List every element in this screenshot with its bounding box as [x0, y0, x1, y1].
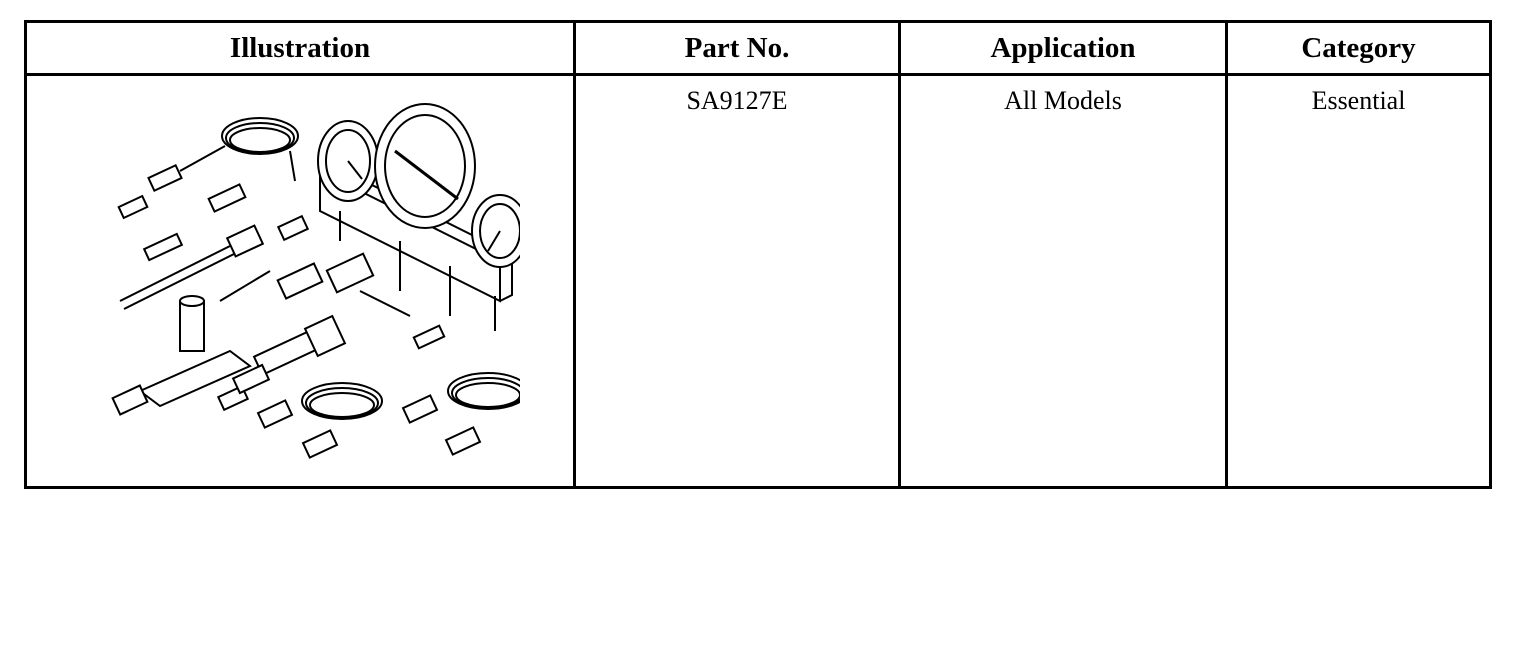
category-value: Essential	[1225, 73, 1492, 489]
header-part-no: Part No.	[573, 20, 901, 76]
gauge-set-illustration	[111, 103, 520, 459]
header-illustration: Illustration	[24, 20, 576, 76]
table-row: SA9127E All Models Essential	[24, 73, 1492, 489]
header-row: Illustration Part No. Application Catego…	[24, 20, 1492, 76]
special-tools-table: Illustration Part No. Application Catego…	[24, 20, 1492, 489]
header-category: Category	[1225, 20, 1492, 76]
illustration-cell	[24, 73, 576, 489]
application-value: All Models	[898, 73, 1228, 489]
part-number: SA9127E	[573, 73, 901, 489]
header-application: Application	[898, 20, 1228, 76]
